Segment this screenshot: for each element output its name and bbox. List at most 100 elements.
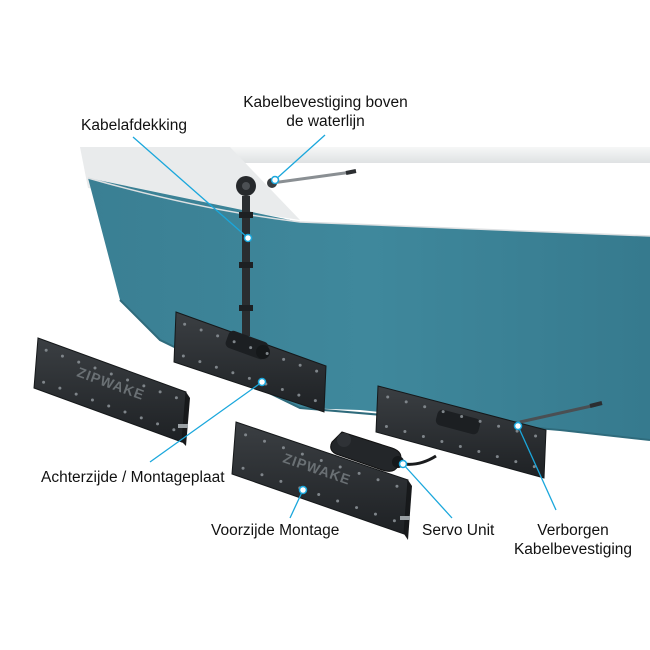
label-kabelafdekking: Kabelafdekking [81,117,187,134]
label-verborgen-kabelbevestiging: Verborgen Kabelbevestiging [506,521,640,559]
bolt [42,380,46,384]
bolt [495,455,499,459]
leader-voorzijde [289,489,304,519]
hull-transom [88,178,650,440]
bolt [355,506,359,510]
bolt [395,484,399,488]
label-kabelbevestiging-boven: Kabelbevestiging boven de waterlijn [233,93,418,131]
bolt [281,446,285,450]
bolt [139,416,143,420]
bolt [478,419,482,423]
label-verborgen-line2: Kabelbevestiging [513,541,633,558]
bolt [198,360,202,364]
bolt [440,440,444,444]
bolt [214,365,218,369]
bolt [60,354,64,358]
bolt [172,428,176,432]
bolt [279,479,283,483]
bolt [77,360,81,364]
bolt [107,404,111,408]
bolt [183,322,187,326]
bolt [109,372,113,376]
bolt [90,398,94,402]
bolt [298,363,302,367]
mounted-plate-right [375,385,547,479]
label-achterzijde-montageplaat: Achterzijde / Montageplaat [41,469,225,486]
bolt [460,414,464,418]
bolt [263,439,267,443]
upper-cable-rod-tip [345,169,357,175]
leader-achterzijde [149,381,263,463]
bolt [515,429,519,433]
bolt [458,445,462,449]
bolt [199,328,203,332]
leader-servo [402,463,453,519]
bolt [174,396,178,400]
label-kabelbevestiging-boven-line2: de waterlijn [286,113,365,130]
leader-lines [132,134,557,519]
bolt [534,434,538,438]
bolt [280,388,284,392]
bolt [319,459,323,463]
bolt [232,340,236,344]
bolt [532,465,536,469]
bolt [249,346,253,350]
bolt [297,393,301,397]
bolt [441,410,445,414]
bolt [373,512,377,516]
servo-cable [403,454,437,466]
label-servo-unit: Servo Unit [422,522,495,539]
bolt [44,348,48,352]
bolt [376,478,380,482]
mounted-plate-left [173,311,327,413]
bolt [260,473,264,477]
bolt [126,378,130,382]
bolt [123,410,127,414]
bolt [93,366,97,370]
bolt [384,424,388,428]
lower-cable-rod-tip [589,401,603,408]
bolt [142,384,146,388]
leader-kabelbevestiging [274,134,326,181]
bolt [181,354,185,358]
bolt [241,466,245,470]
label-kabelbevestiging-boven-line1: Kabelbevestiging boven [243,94,408,111]
bolt [282,357,286,361]
leader-anchors [243,175,523,495]
servo-on-plate-right [435,409,481,435]
bolt [403,429,407,433]
bolt [315,369,319,373]
bolt [265,352,269,356]
waterline-edge [87,177,650,237]
bolt [336,499,340,503]
bolt [158,390,162,394]
bolt [421,434,425,438]
bolt [477,450,481,454]
bolt [300,452,304,456]
bolt [514,460,518,464]
bolt [58,386,62,390]
bolt [216,334,220,338]
leader-verborgen [517,425,557,511]
bolt [386,395,390,399]
bolt [392,519,396,523]
bolt [244,433,248,437]
bolt [231,371,235,375]
bolt [497,424,501,428]
label-verborgen-line1: Verborgen [537,522,609,539]
plate-bolts [42,322,538,523]
upper-cable-rod [271,170,353,185]
lower-cable-rod [519,403,597,424]
bolt [357,471,361,475]
leader-kabelafdekking [132,136,249,239]
bolt [404,400,408,404]
bolt [313,399,317,403]
label-voorzijde-montage: Voorzijde Montage [211,522,340,539]
hull-bottom-edge [119,299,650,441]
bolt [317,492,321,496]
bolt [338,465,342,469]
bolt [247,376,251,380]
bolt [423,405,427,409]
